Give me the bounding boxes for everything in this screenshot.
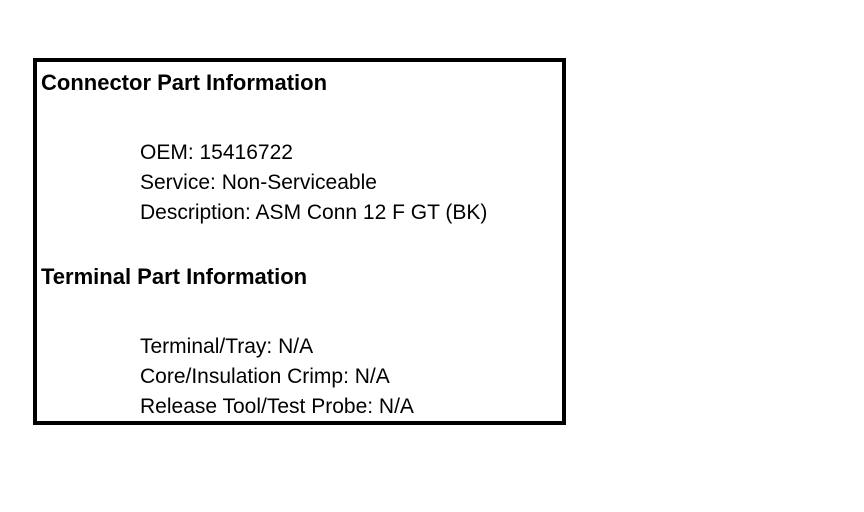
core-insulation-crimp-line: Core/Insulation Crimp: N/A: [140, 365, 390, 388]
connector-oem-line: OEM: 15416722: [140, 141, 293, 164]
panel-inner: Connector Part Information OEM: 15416722…: [37, 62, 562, 421]
terminal-tray-line: Terminal/Tray: N/A: [140, 335, 314, 358]
terminal-details-group: Terminal/Tray: N/A Core/Insulation Crimp…: [140, 332, 414, 422]
connector-section-heading: Connector Part Information: [41, 70, 328, 95]
connector-service-line: Service: Non-Serviceable: [140, 171, 377, 194]
connector-description-line: Description: ASM Conn 12 F GT (BK): [140, 201, 488, 224]
terminal-section-heading: Terminal Part Information: [41, 264, 308, 289]
release-tool-test-probe-line: Release Tool/Test Probe: N/A: [140, 395, 414, 418]
connector-part-info-panel: Connector Part Information OEM: 15416722…: [33, 58, 566, 425]
connector-details-group: OEM: 15416722 Service: Non-Serviceable D…: [140, 138, 487, 228]
